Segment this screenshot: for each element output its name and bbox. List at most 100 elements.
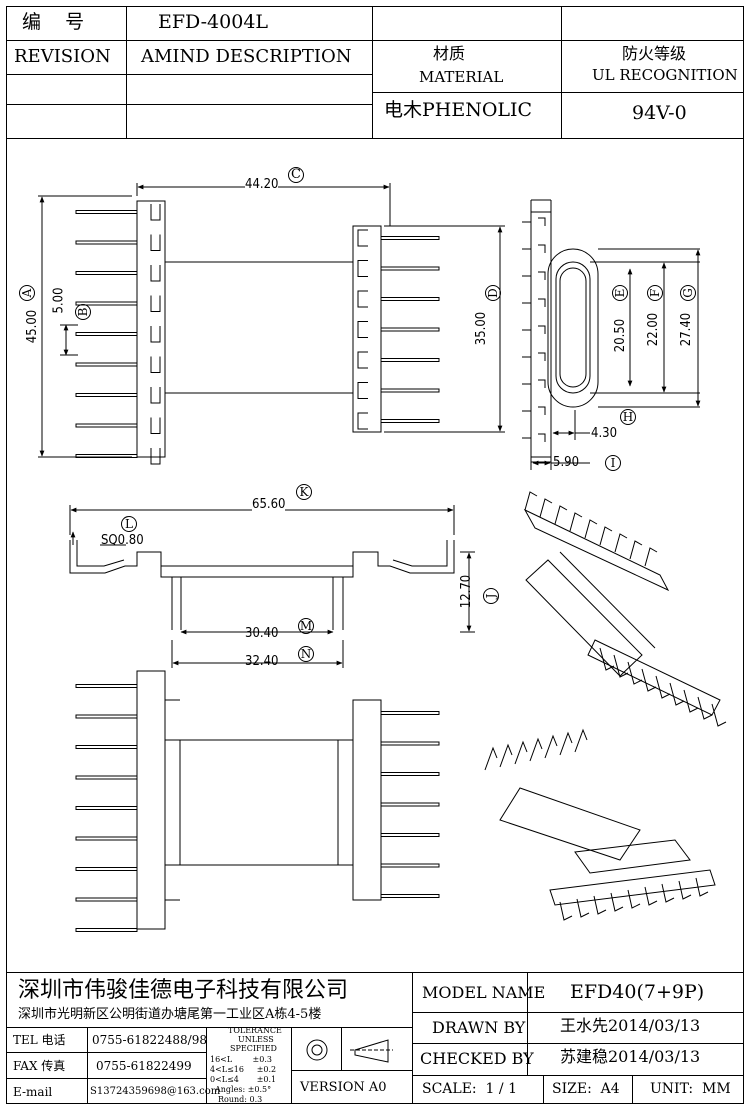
pin xyxy=(711,703,727,727)
drawing-sheet xyxy=(6,6,744,1104)
pin-slot xyxy=(150,265,161,282)
checked-label: CHECKED BY xyxy=(420,1049,534,1068)
tel-label: TEL 电话 xyxy=(13,1033,66,1047)
tolerance-specified: SPECIFIED xyxy=(230,1044,277,1053)
pin xyxy=(380,327,440,332)
dim-h-value: 4.30 xyxy=(591,426,618,441)
pin xyxy=(584,519,598,539)
ul-label-en: UL RECOGNITION xyxy=(592,66,738,84)
pin xyxy=(629,540,643,560)
pin-slot xyxy=(357,412,368,430)
pin-notch xyxy=(538,433,546,442)
iso-view-top xyxy=(523,491,727,727)
pin xyxy=(75,332,138,336)
material-label-cn: 材质 xyxy=(433,44,466,63)
pin-slot xyxy=(150,387,161,404)
dim-n-value: 32.40 xyxy=(245,654,279,669)
pin xyxy=(380,236,440,240)
pin xyxy=(544,734,558,759)
pin-slot xyxy=(150,448,161,465)
pin xyxy=(593,895,607,915)
tolerance-row: 0<L≤4 ±0.1 xyxy=(210,1075,277,1084)
pin xyxy=(380,894,440,898)
pin xyxy=(627,661,643,685)
iso-view-bottom xyxy=(484,728,716,921)
tolerance-row: 16<L ±0.3 xyxy=(210,1055,272,1064)
pin xyxy=(614,533,628,553)
pin xyxy=(75,240,138,245)
pin xyxy=(559,731,573,756)
pin xyxy=(574,728,588,753)
pin xyxy=(75,806,138,810)
pin xyxy=(380,266,440,271)
pin xyxy=(75,745,138,749)
pin xyxy=(644,547,658,567)
pin-slot xyxy=(150,356,161,373)
pin-notch xyxy=(538,244,546,253)
pin xyxy=(599,526,613,546)
dim-l-letter: L xyxy=(121,516,137,532)
pin-notch xyxy=(538,298,546,307)
tolerance-row: 4<L≤16 ±0.2 xyxy=(210,1065,277,1074)
pin xyxy=(559,901,573,921)
drawn-label: DRAWN BY xyxy=(432,1018,526,1037)
model-value: EFD40(7+9P) xyxy=(570,981,705,1003)
pin xyxy=(75,362,138,367)
pin-slot xyxy=(357,321,368,338)
pin xyxy=(380,419,440,423)
pin xyxy=(75,928,138,932)
pin xyxy=(75,714,138,719)
pin xyxy=(697,696,713,720)
tolerance-title: TOLERANCE xyxy=(228,1026,282,1035)
dim-n-letter: N xyxy=(298,646,314,662)
pin xyxy=(380,772,440,776)
dim-h-letter: H xyxy=(620,409,636,425)
material-value: 电木PHENOLIC xyxy=(384,99,533,121)
pin xyxy=(554,505,568,525)
dim-m-letter: M xyxy=(298,618,314,634)
company-address: 深圳市光明新区公明街道办塘尾第一工业区A栋4-5楼 xyxy=(18,1007,322,1022)
pin xyxy=(610,892,624,912)
pin xyxy=(613,654,629,678)
pin xyxy=(75,301,138,306)
pin xyxy=(514,740,528,765)
unit-label: UNIT: MM xyxy=(650,1081,731,1097)
dim-c-value: 44.20 xyxy=(245,177,279,192)
pin-slot xyxy=(357,351,368,369)
pin-notch xyxy=(538,271,546,280)
dim-l-value: SQ0.80 xyxy=(101,533,144,548)
pin xyxy=(380,297,440,301)
pin xyxy=(655,675,671,699)
pin xyxy=(683,689,699,713)
pin xyxy=(627,889,641,909)
pin xyxy=(75,684,138,688)
pin xyxy=(524,491,538,511)
dim-k-letter: K xyxy=(296,484,312,500)
pin xyxy=(569,512,583,532)
pin xyxy=(669,682,685,706)
bottom-view xyxy=(75,670,440,932)
pin-slot xyxy=(357,290,368,308)
ul-value: 94V-0 xyxy=(632,102,687,124)
pin xyxy=(380,711,440,715)
pin xyxy=(539,498,553,518)
top-view xyxy=(38,183,505,465)
pin xyxy=(75,775,138,780)
pin xyxy=(75,867,138,871)
dim-m-value: 30.40 xyxy=(245,626,279,641)
pin xyxy=(75,836,138,841)
ul-label-cn: 防火等级 xyxy=(622,44,687,63)
pin-slot xyxy=(357,382,368,399)
company-name: 深圳市伟骏佳德电子科技有限公司 xyxy=(18,978,349,1003)
drawn-value: 王水先2014/03/13 xyxy=(560,1016,701,1035)
pin xyxy=(484,746,498,771)
pin xyxy=(75,210,138,214)
pin-slot xyxy=(150,204,161,221)
pin xyxy=(644,886,658,906)
email-label: E-mail xyxy=(13,1085,53,1099)
dim-c-letter: C xyxy=(288,167,304,183)
pin-notch xyxy=(538,217,546,226)
email-value: S13724359698@163.com xyxy=(90,1086,221,1097)
